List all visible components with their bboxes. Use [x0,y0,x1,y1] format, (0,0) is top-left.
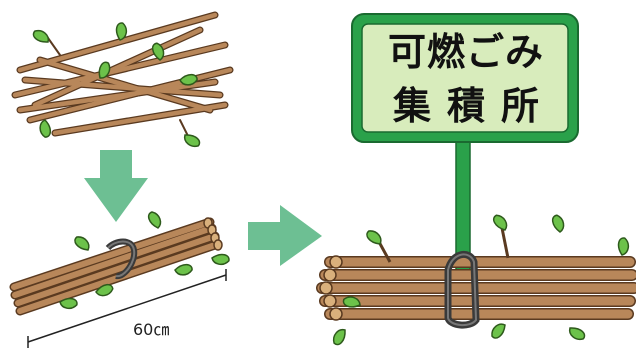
right-arrow-icon [248,205,322,266]
sign-title-line-1: 可燃ごみ [387,30,544,74]
down-arrow-icon [84,150,148,222]
large-bundle-icon [316,213,636,347]
length-label: 60㎝ [133,320,170,339]
sign-title-line-2: 集積所 [392,84,555,128]
measurement-line [27,269,227,348]
loose-branches-icon [11,11,234,151]
bundled-branches-icon [9,211,232,316]
collection-sign-icon [351,13,579,281]
